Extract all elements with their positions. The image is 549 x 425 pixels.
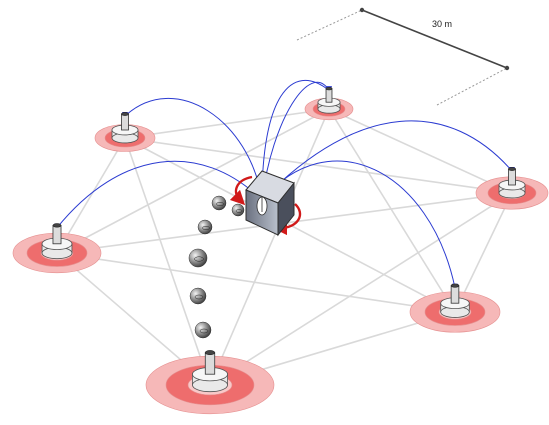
mesh-link — [209, 192, 513, 386]
mesh-link — [328, 108, 513, 194]
probe-path — [188, 195, 259, 339]
base-stations — [41, 86, 526, 393]
rotation-arrow-icon — [229, 175, 253, 206]
sphere-probe-icon — [194, 321, 212, 339]
beam-arc — [124, 97, 263, 201]
beam-arc — [261, 120, 513, 201]
mesh-link — [124, 137, 513, 194]
base-station-icon — [41, 223, 73, 260]
base-station-icon — [192, 350, 228, 393]
mesh-link — [209, 108, 330, 386]
mesh-link — [124, 137, 211, 386]
mesh-link — [56, 108, 330, 254]
sphere-probe-icon — [197, 219, 213, 235]
sphere-probe-icon — [211, 195, 227, 211]
base-station-icon — [440, 283, 470, 318]
mesh-links — [56, 108, 513, 386]
mesh-link — [124, 137, 456, 313]
beam-arc — [261, 160, 456, 288]
mesh-link — [328, 108, 456, 313]
sphere-probe-icon — [188, 248, 208, 268]
coverage-rings — [12, 97, 549, 415]
scale-label: 30 m — [432, 19, 452, 29]
base-station-icon — [111, 112, 139, 144]
scale-bar: 30 m — [296, 7, 510, 106]
sphere-probe-icon — [231, 203, 245, 217]
sphere-probe-icon — [189, 287, 207, 305]
base-station-icon — [498, 167, 526, 199]
mesh-link — [56, 252, 456, 313]
transmitter-cube-icon — [229, 170, 302, 237]
beam-arc — [56, 160, 263, 229]
mesh-link — [124, 108, 330, 139]
base-station-icon — [317, 86, 341, 114]
